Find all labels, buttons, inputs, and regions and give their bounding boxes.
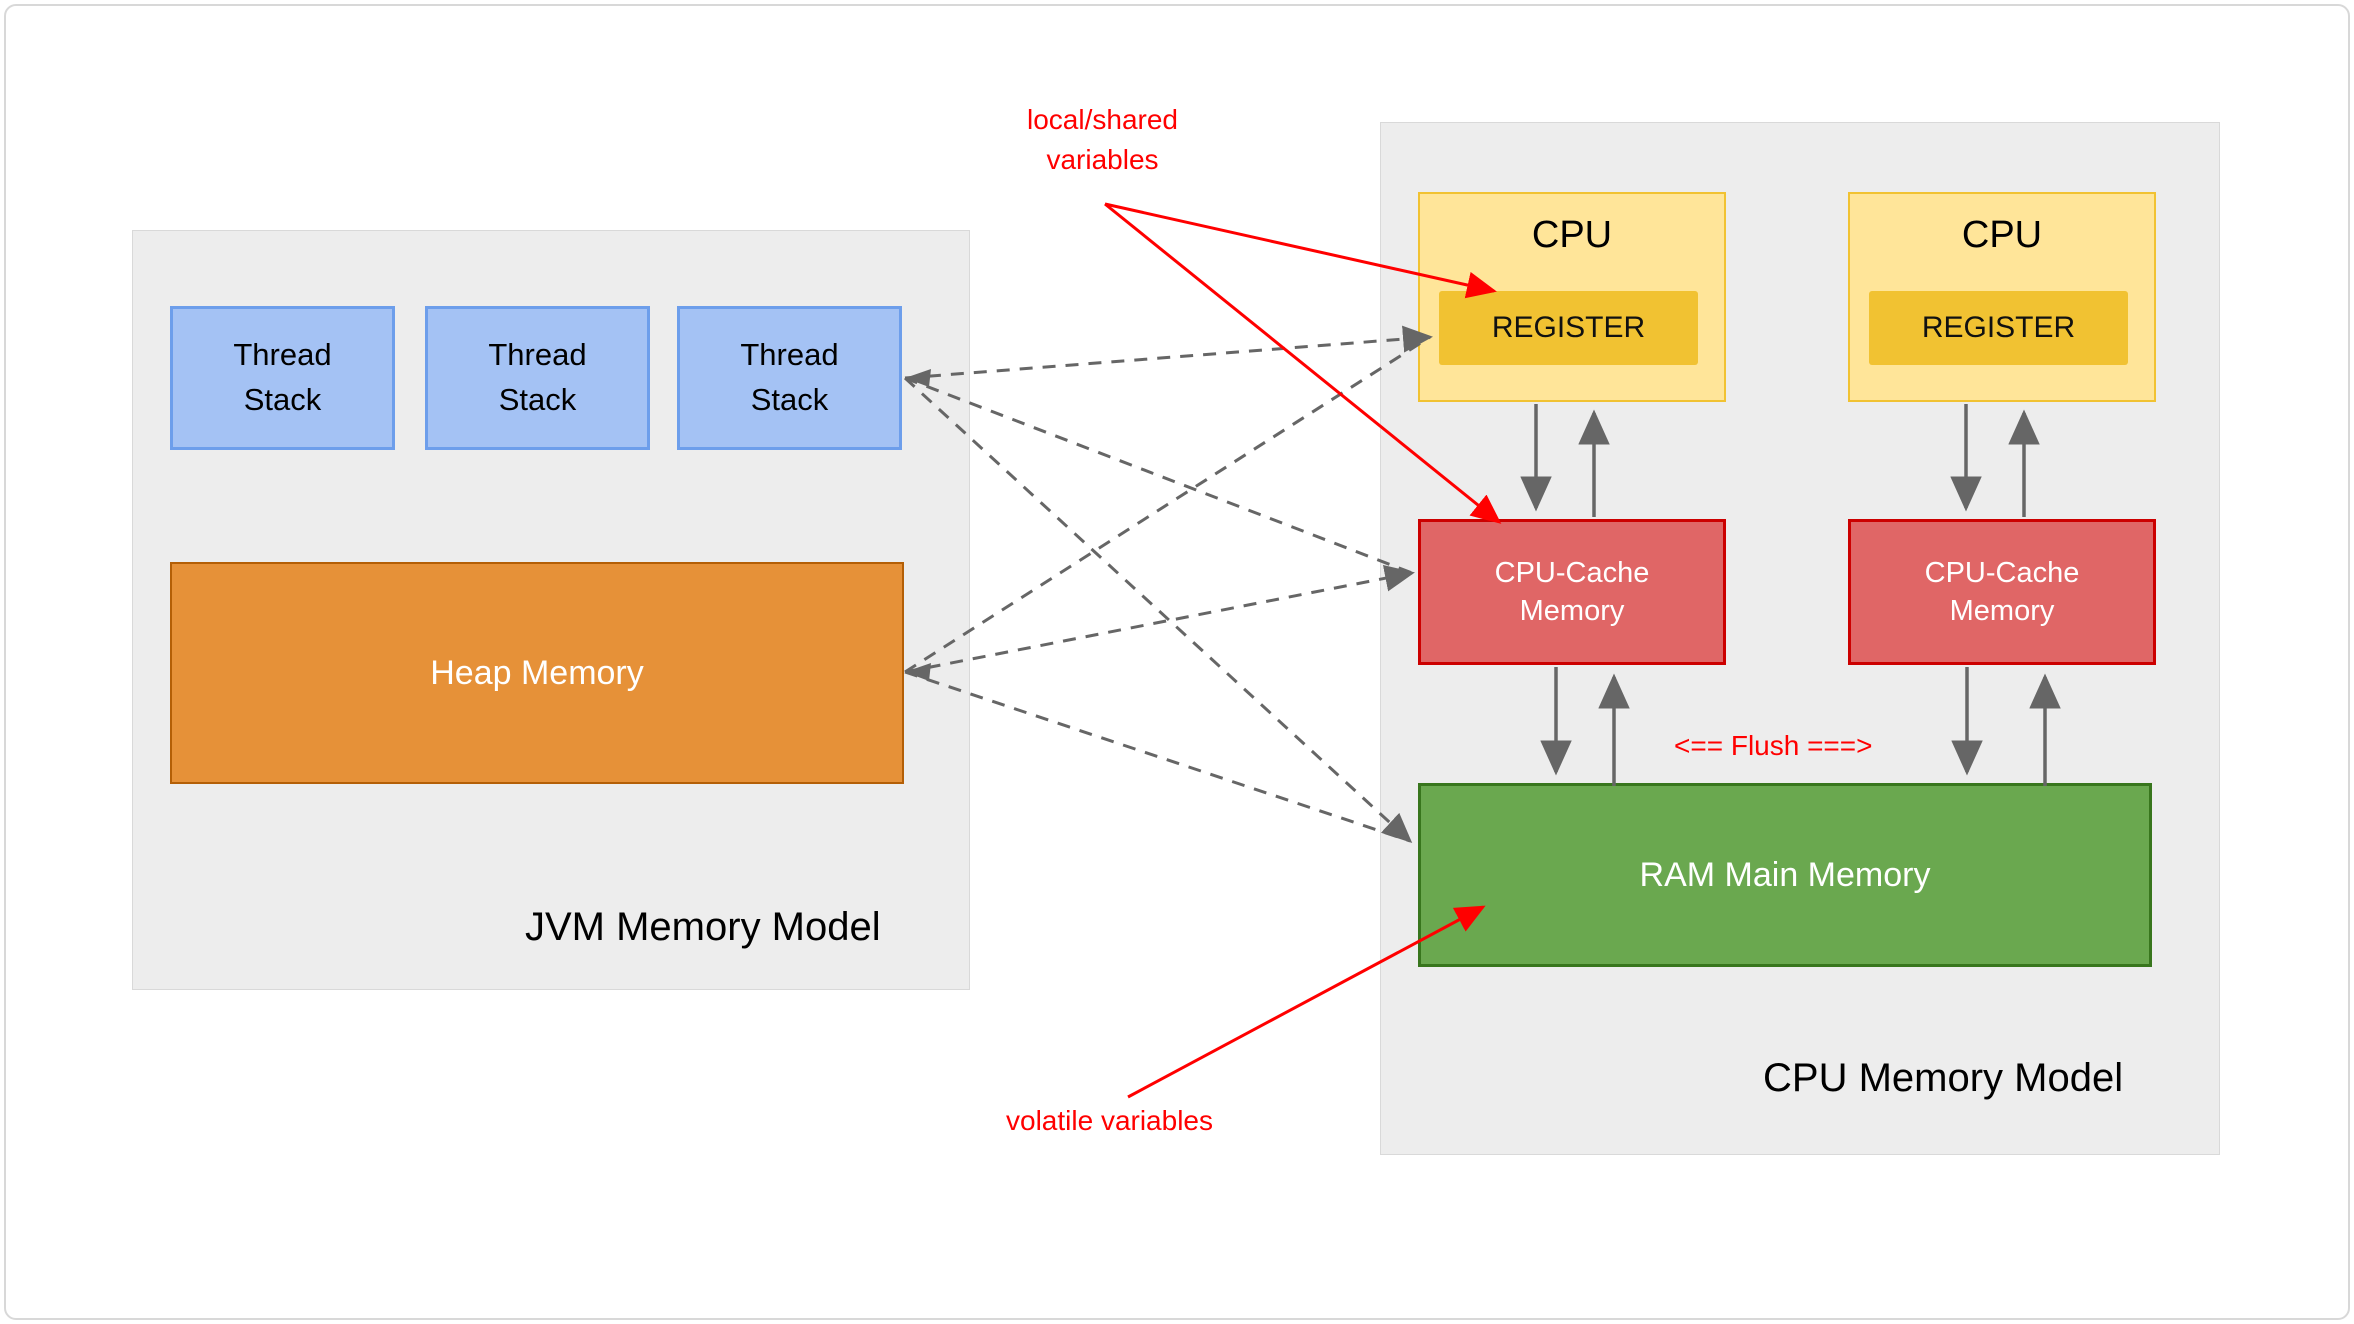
flush-note: <== Flush ===> xyxy=(1674,730,1873,761)
cpu-cache-box-1: CPU-Cache Memory xyxy=(1418,519,1726,665)
cpu-cache-label: CPU-Cache Memory xyxy=(1494,556,1650,627)
local-shared-variables-note: local/shared variables xyxy=(1027,104,1178,176)
thread-stack-box-3: Thread Stack xyxy=(677,306,902,450)
register-label: REGISTER xyxy=(1491,311,1646,344)
thread-stack-label: Thread Stack xyxy=(233,337,332,417)
volatile-variables-note: volatile variables xyxy=(1006,1105,1213,1136)
dashed-arrow-heap-cache xyxy=(904,564,1415,674)
ram-main-memory-box: RAM Main Memory xyxy=(1418,783,2152,967)
register-box-1: REGISTER xyxy=(1439,291,1698,365)
cpu-panel-title: CPU Memory Model xyxy=(1763,1056,2124,1100)
cpu-title-2: CPU xyxy=(1961,214,2043,256)
thread-stack-label: Thread Stack xyxy=(488,337,587,417)
heap-memory-box: Heap Memory xyxy=(170,562,904,784)
cpu-cache-box-2: CPU-Cache Memory xyxy=(1848,519,2156,665)
register-label: REGISTER xyxy=(1921,311,2076,344)
dashed-arrow-heap-register xyxy=(904,335,1431,674)
ram-label: RAM Main Memory xyxy=(1639,855,1931,894)
cpu-cache-label: CPU-Cache Memory xyxy=(1924,556,2080,627)
dashed-arrow-heap-ram xyxy=(904,670,1411,843)
thread-stack-label: Thread Stack xyxy=(740,337,839,417)
heap-memory-label: Heap Memory xyxy=(430,653,644,692)
register-box-2: REGISTER xyxy=(1869,291,2128,365)
jvm-panel-title: JVM Memory Model xyxy=(525,905,881,949)
dashed-arrow-threadstack-cache xyxy=(904,376,1413,575)
dashed-arrow-threadstack-ram xyxy=(903,376,1413,844)
cpu-title-1: CPU xyxy=(1531,214,1613,256)
dashed-arrow-threadstack-register xyxy=(904,325,1433,380)
thread-stack-box-1: Thread Stack xyxy=(170,306,395,450)
thread-stack-box-2: Thread Stack xyxy=(425,306,650,450)
